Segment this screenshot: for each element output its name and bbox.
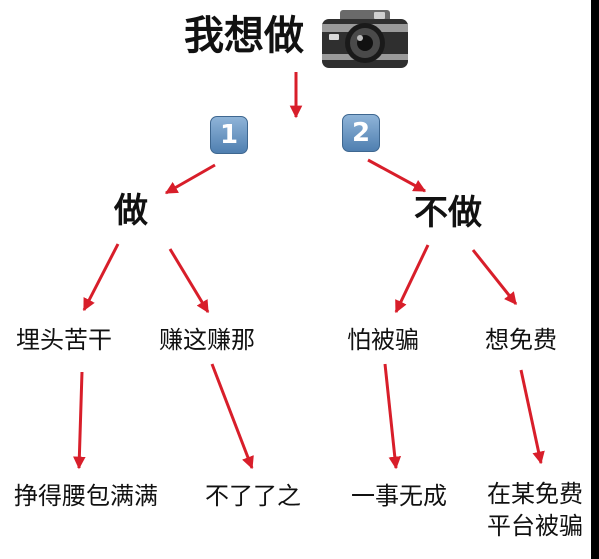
result-4-label-line-2: 平台被骗 — [487, 512, 583, 540]
camera-icon — [322, 10, 408, 68]
arrow-to-result-4 — [519, 369, 545, 465]
option-1-badge: 1 — [210, 116, 248, 154]
result-2-label: 不了了之 — [205, 482, 301, 510]
arrow-to-result-1 — [73, 371, 86, 470]
branch-3-label: 怕被骗 — [347, 326, 419, 354]
arrow-to-branch-2 — [168, 248, 210, 314]
option-2-label: 不做 — [414, 193, 482, 233]
option-2-badge: 2 — [342, 114, 380, 152]
arrow-to-branch-3 — [394, 244, 430, 314]
arrow-to-result-3 — [383, 363, 402, 470]
branch-2-label: 赚这赚那 — [159, 326, 255, 354]
option-1-label: 做 — [114, 191, 148, 231]
result-4-label-line-1: 在某免费 — [487, 480, 583, 508]
result-3-label: 一事无成 — [351, 482, 447, 510]
diagram-title: 我想做 — [184, 13, 304, 59]
arrow-to-option-1 — [164, 163, 216, 195]
branch-4-label: 想免费 — [485, 326, 557, 354]
branch-1-label: 埋头苦干 — [16, 326, 112, 354]
arrow-to-result-2 — [210, 363, 254, 470]
arrow-to-option-2 — [367, 158, 427, 193]
arrow-to-branch-4 — [471, 249, 518, 305]
result-1-label: 挣得腰包满满 — [14, 482, 158, 510]
arrow-to-branch-1 — [82, 243, 120, 312]
